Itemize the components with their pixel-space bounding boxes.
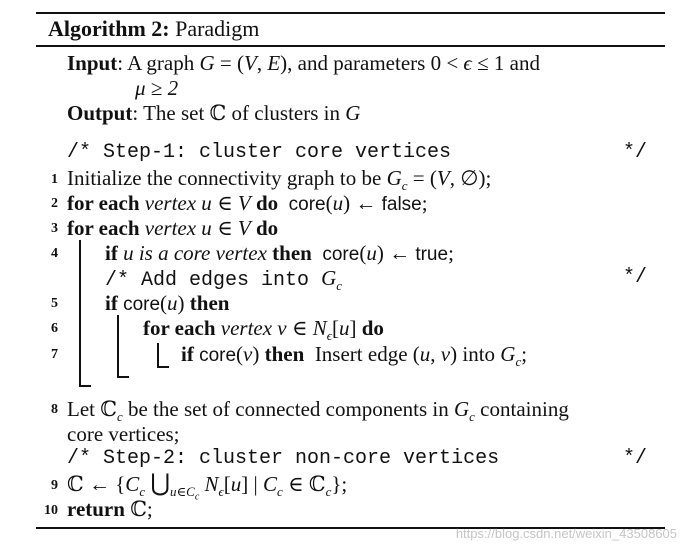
input-line: Input: A graph G = (V, E), and parameter… [67,51,540,75]
line-number: 7 [51,347,58,362]
algo-line-5: if core(u) then [105,291,230,315]
block-end-if [117,376,129,378]
block-end-outer [79,385,91,387]
line-number: 8 [51,402,58,417]
top-rule [36,12,665,14]
algo-line-1: Initialize the connectivity graph to be … [67,166,492,194]
block-bar-outer [79,240,81,386]
algo-line-6: for each vertex v ∈ Nϵ[u] do [143,316,384,344]
line-number: 1 [51,172,58,187]
add-edges-comment: /* Add edges into Gc [105,266,343,294]
algorithm-title: Algorithm 2: Paradigm [48,16,260,41]
algo-line-10: return ℂ; [67,497,153,521]
algo-line-9: ℂ ← {Cc ⋃u∈Cc Nϵ[u] | Cc ∈ ℂc}; [67,471,348,503]
comment-end: */ [622,141,647,164]
comment-end: */ [622,266,647,289]
block-bar-inner [157,343,159,367]
block-bar-if [117,315,119,377]
line-number: 5 [51,296,58,311]
block-end-inner [157,366,169,368]
line-number: 10 [44,503,58,518]
algo-line-4: if u is a core vertex then core(u) ← tru… [105,241,454,265]
algo-line-3: for each vertex u ∈ V do [67,216,279,240]
title-rule [36,45,665,47]
line-number: 9 [51,478,58,493]
line-number: 3 [51,221,58,236]
algo-line-2: for each vertex u ∈ V do core(u) ← false… [67,191,428,215]
step1-comment: /* Step-1: cluster core vertices [67,141,452,164]
algo-line-8: Let ℂc be the set of connected component… [67,397,569,425]
algo-line-7: if core(v) then Insert edge (u, v) into … [181,342,528,370]
input-mu: μ ≥ 2 [135,76,179,100]
line-number: 4 [51,246,58,261]
step2-comment: /* Step-2: cluster non-core vertices [67,447,500,470]
algo-line-8-cont: core vertices; [67,422,180,446]
bottom-rule [36,527,665,529]
comment-end: */ [622,447,647,470]
watermark: https://blog.csdn.net/weixin_43508605 [455,526,677,541]
line-number: 6 [51,321,58,336]
output-line: Output: The set ℂ of clusters in G [67,101,361,125]
line-number: 2 [51,196,58,211]
